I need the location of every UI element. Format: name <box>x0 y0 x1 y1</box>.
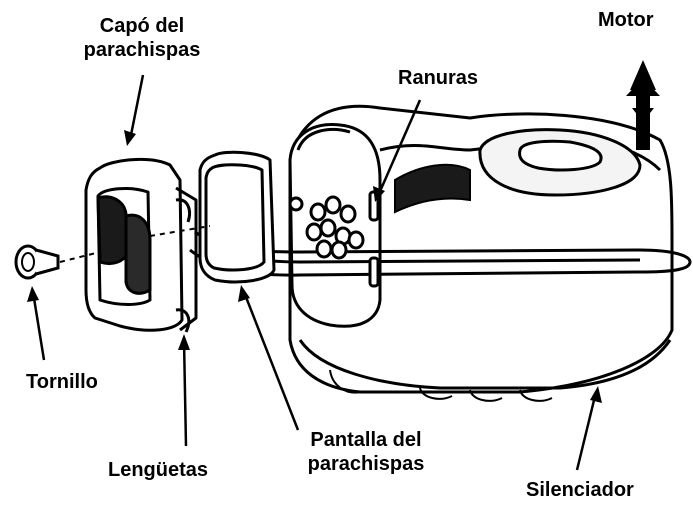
muffler-shadow <box>394 163 471 214</box>
arrow-muffler <box>575 391 598 471</box>
arrow-tabs <box>182 339 188 447</box>
screw-hole <box>288 196 304 212</box>
guide-line <box>149 225 211 237</box>
label-screen-line1: Pantalla del <box>310 429 422 451</box>
label-spark-cover-line2: parachispas <box>83 39 201 61</box>
spark-screen-drawing <box>198 150 276 284</box>
muffler-body <box>288 104 674 402</box>
label-screw: Tornillo <box>26 371 98 393</box>
engine-arrow <box>626 78 660 150</box>
label-muffler: Silenciador <box>526 479 634 501</box>
slots-drawing <box>368 190 380 288</box>
spark-cap-drawing <box>84 158 198 333</box>
arrow-screw <box>31 291 46 361</box>
label-slots: Ranuras <box>398 67 479 89</box>
arrow-screen <box>242 291 300 431</box>
label-tabs: Lengüetas <box>108 459 209 481</box>
label-engine: Motor <box>598 9 654 31</box>
label-spark-cover: Capó del parachispas <box>62 14 222 62</box>
label-screen-line2: parachispas <box>307 453 425 475</box>
label-spark-cover-line1: Capó del <box>99 15 185 37</box>
label-screen: Pantalla del parachispas <box>286 428 446 476</box>
arrow-cap <box>128 74 145 141</box>
screw-drawing <box>14 244 101 280</box>
leader-arrow-heads <box>27 130 602 403</box>
leader-arrows <box>31 74 598 471</box>
arrow-slots <box>376 99 422 197</box>
vent-holes <box>305 195 365 260</box>
